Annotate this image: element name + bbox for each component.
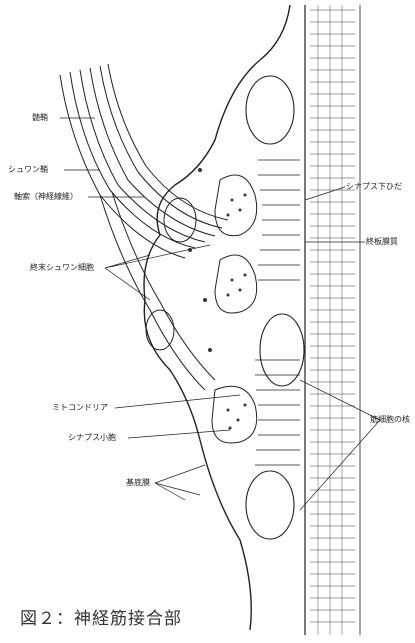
nerve-branch-1 xyxy=(100,195,205,390)
terminal-bouton-2 xyxy=(215,255,257,313)
nerve-line-5 xyxy=(100,66,222,228)
nerve-line-3 xyxy=(80,70,205,242)
label-axon: 軸索（神経線維） xyxy=(14,192,78,202)
label-basement-membrane: 基底膜 xyxy=(126,478,150,488)
muscle-striations xyxy=(310,5,355,635)
muscle-nucleus-3 xyxy=(246,471,294,539)
label-endplate: 終板膜質 xyxy=(366,237,398,247)
label-synaptic-vesicle: シナプス小胞 xyxy=(68,433,116,443)
schwann-nucleus-2 xyxy=(146,310,174,350)
terminal-outline xyxy=(144,5,290,630)
synaptic-folds-upper xyxy=(258,160,300,280)
leader-lines xyxy=(60,118,380,510)
synaptic-folds-lower xyxy=(255,360,300,465)
label-synaptic-fold: シナプス下ひだ xyxy=(346,182,406,192)
label-schwann: シュワン鞘 xyxy=(8,165,48,175)
terminal-bouton-1 xyxy=(215,175,257,236)
terminal-bouton-3 xyxy=(212,386,257,443)
label-terminal-schwann: 終末シュワン細胞 xyxy=(30,263,94,273)
label-mitochondria: ミトコンドリア xyxy=(52,403,108,413)
vesicle-dots xyxy=(188,168,247,430)
label-muscle-nucleus: 筋細胞の核 xyxy=(370,415,410,425)
nerve-line-4 xyxy=(90,68,215,236)
label-myelin: 髄鞘 xyxy=(32,113,48,123)
nerve-line-2 xyxy=(70,72,195,248)
nerve-line-6 xyxy=(108,64,228,220)
muscle-nucleus-1 xyxy=(246,76,294,144)
nerve-branch-2 xyxy=(112,192,215,380)
schwann-nucleus-1 xyxy=(164,198,196,242)
figure-caption: 図２：神経筋接合部 xyxy=(20,604,182,629)
